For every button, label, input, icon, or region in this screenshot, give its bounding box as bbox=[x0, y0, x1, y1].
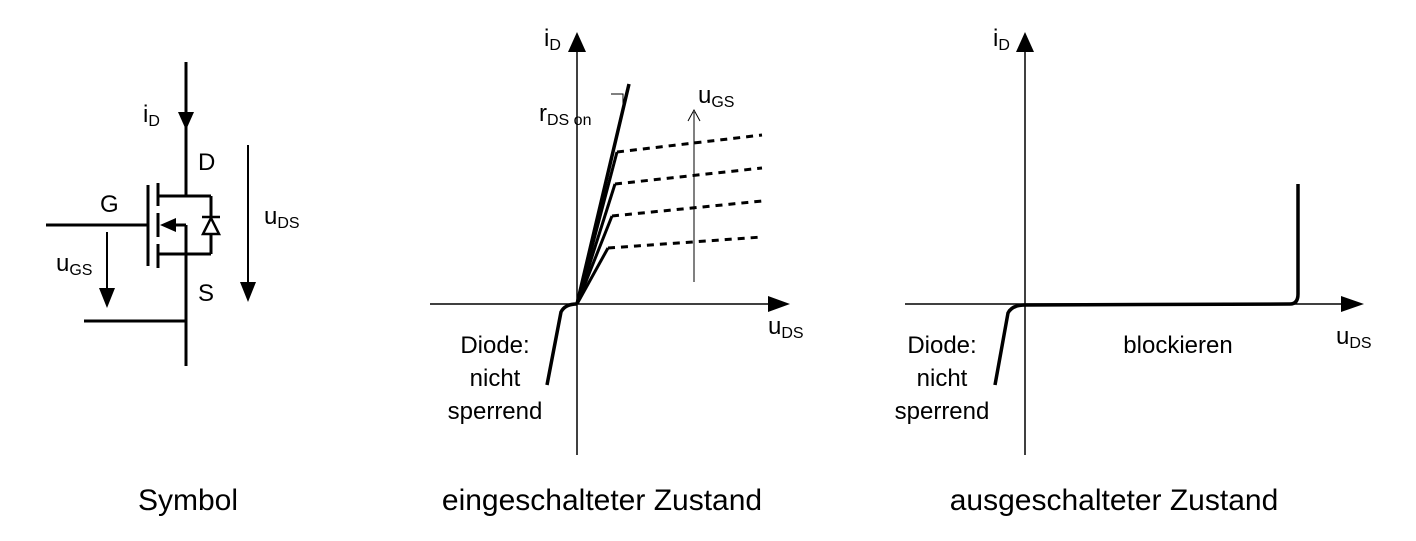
on-state-curve-2-saturation bbox=[614, 166, 763, 186]
diode-icon bbox=[200, 215, 222, 236]
on-state-diode-label-line2: nicht bbox=[470, 365, 521, 392]
on-state-curve-2-ohmic bbox=[575, 183, 617, 305]
on-state-ugs-arrowhead bbox=[687, 108, 701, 122]
off-state-x-axis-arrowhead bbox=[1341, 296, 1364, 312]
off-state-diode-label-line2: nicht bbox=[917, 365, 968, 392]
ugs-voltage-label: uGS bbox=[56, 250, 92, 279]
on-state-y-axis-arrowhead bbox=[568, 32, 586, 52]
off-state-characteristic-curve bbox=[993, 184, 1300, 386]
off-state-x-axis-label: uDS bbox=[1336, 323, 1372, 352]
on-state-diagram: iD uDS rDS on uGS Diode: nicht sperrend … bbox=[430, 25, 804, 517]
on-state-caption: eingeschalteter Zustand bbox=[442, 484, 762, 517]
off-state-blocking-label: blockieren bbox=[1123, 332, 1232, 359]
uds-voltage-label: uDS bbox=[264, 203, 300, 232]
on-state-curve-4-ohmic bbox=[575, 247, 610, 305]
drain-current-label: iD bbox=[143, 101, 160, 130]
on-state-curve-3-saturation bbox=[611, 199, 763, 218]
on-state-x-axis-arrowhead bbox=[768, 296, 790, 312]
off-state-caption: ausgeschalteter Zustand bbox=[950, 484, 1279, 517]
symbol-caption: Symbol bbox=[138, 484, 238, 517]
on-state-curve-3-ohmic bbox=[575, 215, 614, 305]
on-state-ugs-label: uGS bbox=[698, 82, 734, 111]
on-state-rds-label: rDS on bbox=[539, 100, 591, 129]
source-terminal-label: S bbox=[198, 280, 214, 307]
on-state-diode-curve bbox=[545, 302, 578, 386]
drain-current-arrow bbox=[178, 112, 194, 130]
off-state-diode-label-line1: Diode: bbox=[907, 332, 976, 359]
on-state-curve-4-saturation bbox=[607, 235, 763, 250]
on-state-curve-1-saturation bbox=[616, 133, 763, 154]
drain-terminal-label: D bbox=[198, 149, 215, 176]
off-state-diode-label-line3: sperrend bbox=[895, 398, 990, 425]
body-arrow bbox=[160, 218, 176, 232]
on-state-y-axis-label: iD bbox=[544, 25, 561, 54]
off-state-diagram: iD uDS blockieren Diode: nicht sperrend … bbox=[895, 25, 1372, 517]
on-state-rds-marker bbox=[611, 93, 624, 110]
on-state-diode-label-line1: Diode: bbox=[460, 332, 529, 359]
off-state-y-axis-arrowhead bbox=[1016, 32, 1034, 52]
ugs-voltage-arrowhead bbox=[99, 288, 115, 308]
on-state-diode-label-line3: sperrend bbox=[448, 398, 543, 425]
mosfet-symbol: iD D G S uDS uGS Symbol bbox=[46, 62, 300, 517]
gate-terminal-label: G bbox=[100, 191, 119, 218]
uds-voltage-arrowhead bbox=[240, 282, 256, 302]
off-state-y-axis-label: iD bbox=[993, 25, 1010, 54]
on-state-x-axis-label: uDS bbox=[768, 313, 804, 342]
